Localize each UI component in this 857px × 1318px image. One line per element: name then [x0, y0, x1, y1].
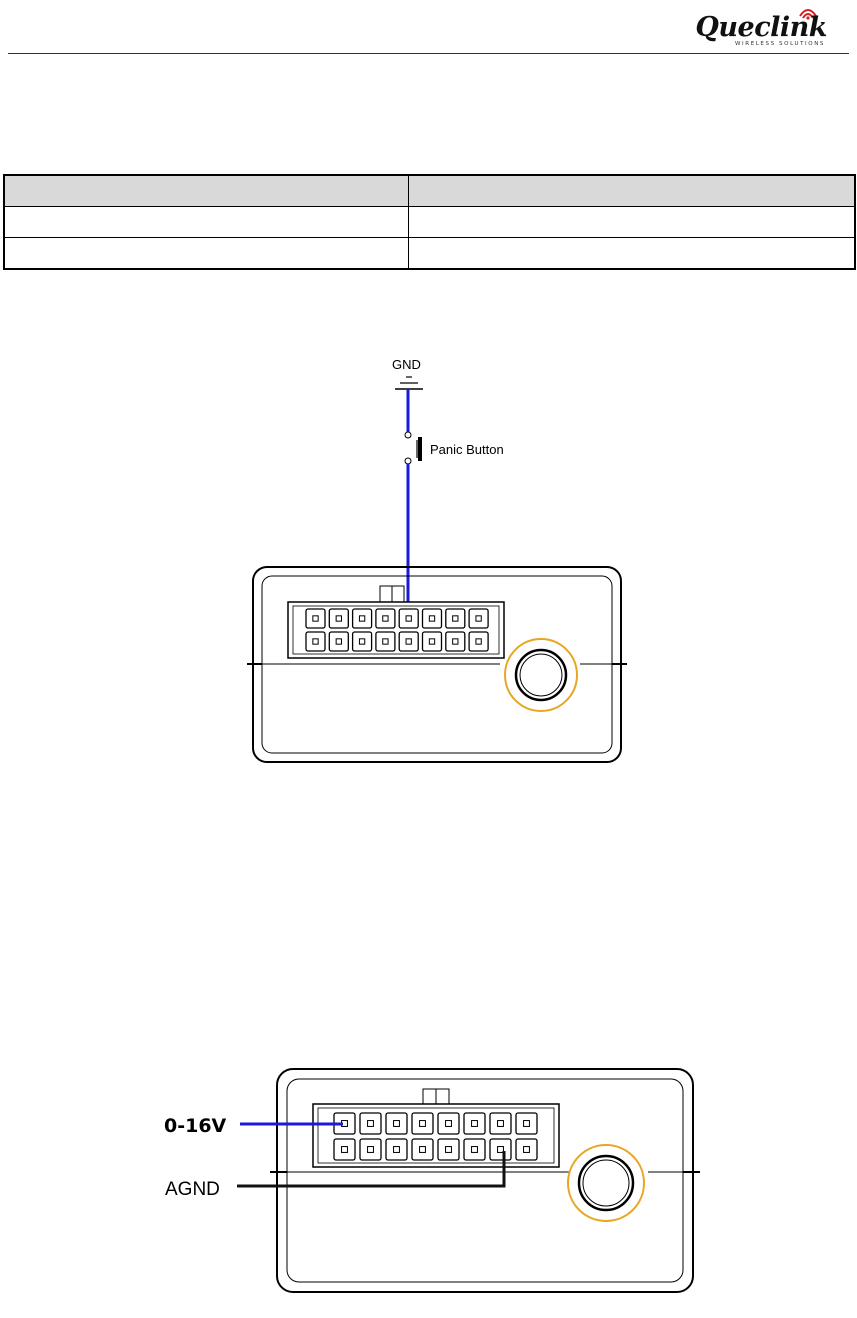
device-outline [247, 566, 627, 763]
connector-pin [359, 1112, 382, 1135]
connector-pin [385, 1138, 408, 1161]
queclink-logo: Queclink WIRELESS SOLUTIONS [677, 4, 827, 50]
connector-pin [515, 1112, 538, 1135]
header-divider [8, 53, 849, 54]
table-row [3, 237, 856, 270]
connector-16pin [287, 585, 505, 659]
signal-waves-icon [799, 9, 817, 20]
connector-pin [359, 1138, 382, 1161]
connector-pin [375, 608, 396, 629]
connector-pin-contact [335, 638, 342, 645]
connector-pin-contact [471, 1120, 478, 1127]
connector-pin [398, 631, 419, 652]
table-cell [3, 206, 409, 238]
gnd-label: GND [392, 357, 421, 372]
connector-pin-contact [405, 615, 412, 622]
logo-tagline: WIRELESS SOLUTIONS [735, 41, 825, 47]
connector-pin-contact [497, 1146, 504, 1153]
connector-pin-contact [475, 615, 482, 622]
ground-symbol-icon [395, 376, 423, 390]
connector-pin [305, 631, 326, 652]
connector-pin-contact [452, 638, 459, 645]
agnd-label: AGND [165, 1179, 220, 1200]
table-header-row [3, 174, 856, 207]
wire-agnd [237, 1151, 506, 1188]
connector-pin-contact [523, 1146, 530, 1153]
table-cell [408, 237, 856, 270]
connector-pin-contact [382, 638, 389, 645]
table-cell [3, 237, 409, 270]
connector-pin-contact [445, 1146, 452, 1153]
device-outline [270, 1068, 700, 1293]
connector-pin-contact [475, 638, 482, 645]
connector-pin-contact [312, 615, 319, 622]
connector-pin-contact [497, 1120, 504, 1127]
connector-pin-contact [358, 615, 366, 622]
analog-input-diagram: 0-16V AGND [0, 1062, 857, 1302]
panic-button-diagram: GND Panic Button [0, 340, 857, 770]
connector-pin [375, 631, 396, 652]
connector-pin [445, 608, 466, 629]
connector-pin-contact [335, 615, 342, 622]
connector-pin [351, 608, 373, 629]
connector-pin [385, 1112, 408, 1135]
connector-pin-contact [393, 1120, 400, 1127]
connector-pin [421, 631, 443, 652]
panic-switch-icon [404, 431, 422, 465]
connector-pin [468, 608, 489, 629]
connector-pin-contact [358, 638, 366, 645]
connector-pin-contact [393, 1146, 400, 1153]
table-header-cell [408, 174, 856, 207]
connector-pin-contact [382, 615, 389, 622]
connector-pin [463, 1112, 486, 1135]
device-button-icon [504, 638, 578, 712]
connector-pin-contact [341, 1146, 348, 1153]
connector-pin-contact [419, 1146, 426, 1153]
device-button-icon [567, 1144, 645, 1222]
connector-pin [411, 1138, 434, 1161]
connector-pin [328, 608, 349, 629]
connector-pin-contact [445, 1120, 452, 1127]
connector-pin [421, 608, 443, 629]
connector-pin [489, 1112, 512, 1135]
connector-pin [305, 608, 326, 629]
connector-pin [437, 1138, 460, 1161]
connector-pin [351, 631, 373, 652]
table-header-cell [3, 174, 409, 207]
page-header: Queclink WIRELESS SOLUTIONS [0, 0, 857, 60]
connector-pin-contact [312, 638, 319, 645]
connector-pin [489, 1138, 512, 1161]
connector-pin-contact [419, 1120, 426, 1127]
connector-pin [328, 631, 349, 652]
voltage-label: 0-16V [164, 1115, 227, 1137]
connector-pin-contact [452, 615, 459, 622]
connector-pin [333, 1138, 356, 1161]
connector-pin-contact [428, 638, 436, 645]
connector-pin-contact [428, 615, 436, 622]
connector-pin [445, 631, 466, 652]
spec-table [3, 174, 856, 270]
table-row [3, 206, 856, 238]
table-cell [408, 206, 856, 238]
logo-wordmark: Queclink [695, 12, 827, 43]
connector-pin-contact [367, 1120, 374, 1127]
connector-pin [398, 608, 419, 629]
connector-pin-contact [471, 1146, 478, 1153]
connector-pin [468, 631, 489, 652]
connector-pin [411, 1112, 434, 1135]
connector-pin [515, 1138, 538, 1161]
connector-pin-contact [405, 638, 412, 645]
connector-pin-contact [367, 1146, 374, 1153]
connector-pin [437, 1112, 460, 1135]
connector-pin-contact [523, 1120, 530, 1127]
connector-16pin [312, 1088, 560, 1168]
connector-pin [463, 1138, 486, 1161]
panic-button-label: Panic Button [430, 442, 504, 457]
